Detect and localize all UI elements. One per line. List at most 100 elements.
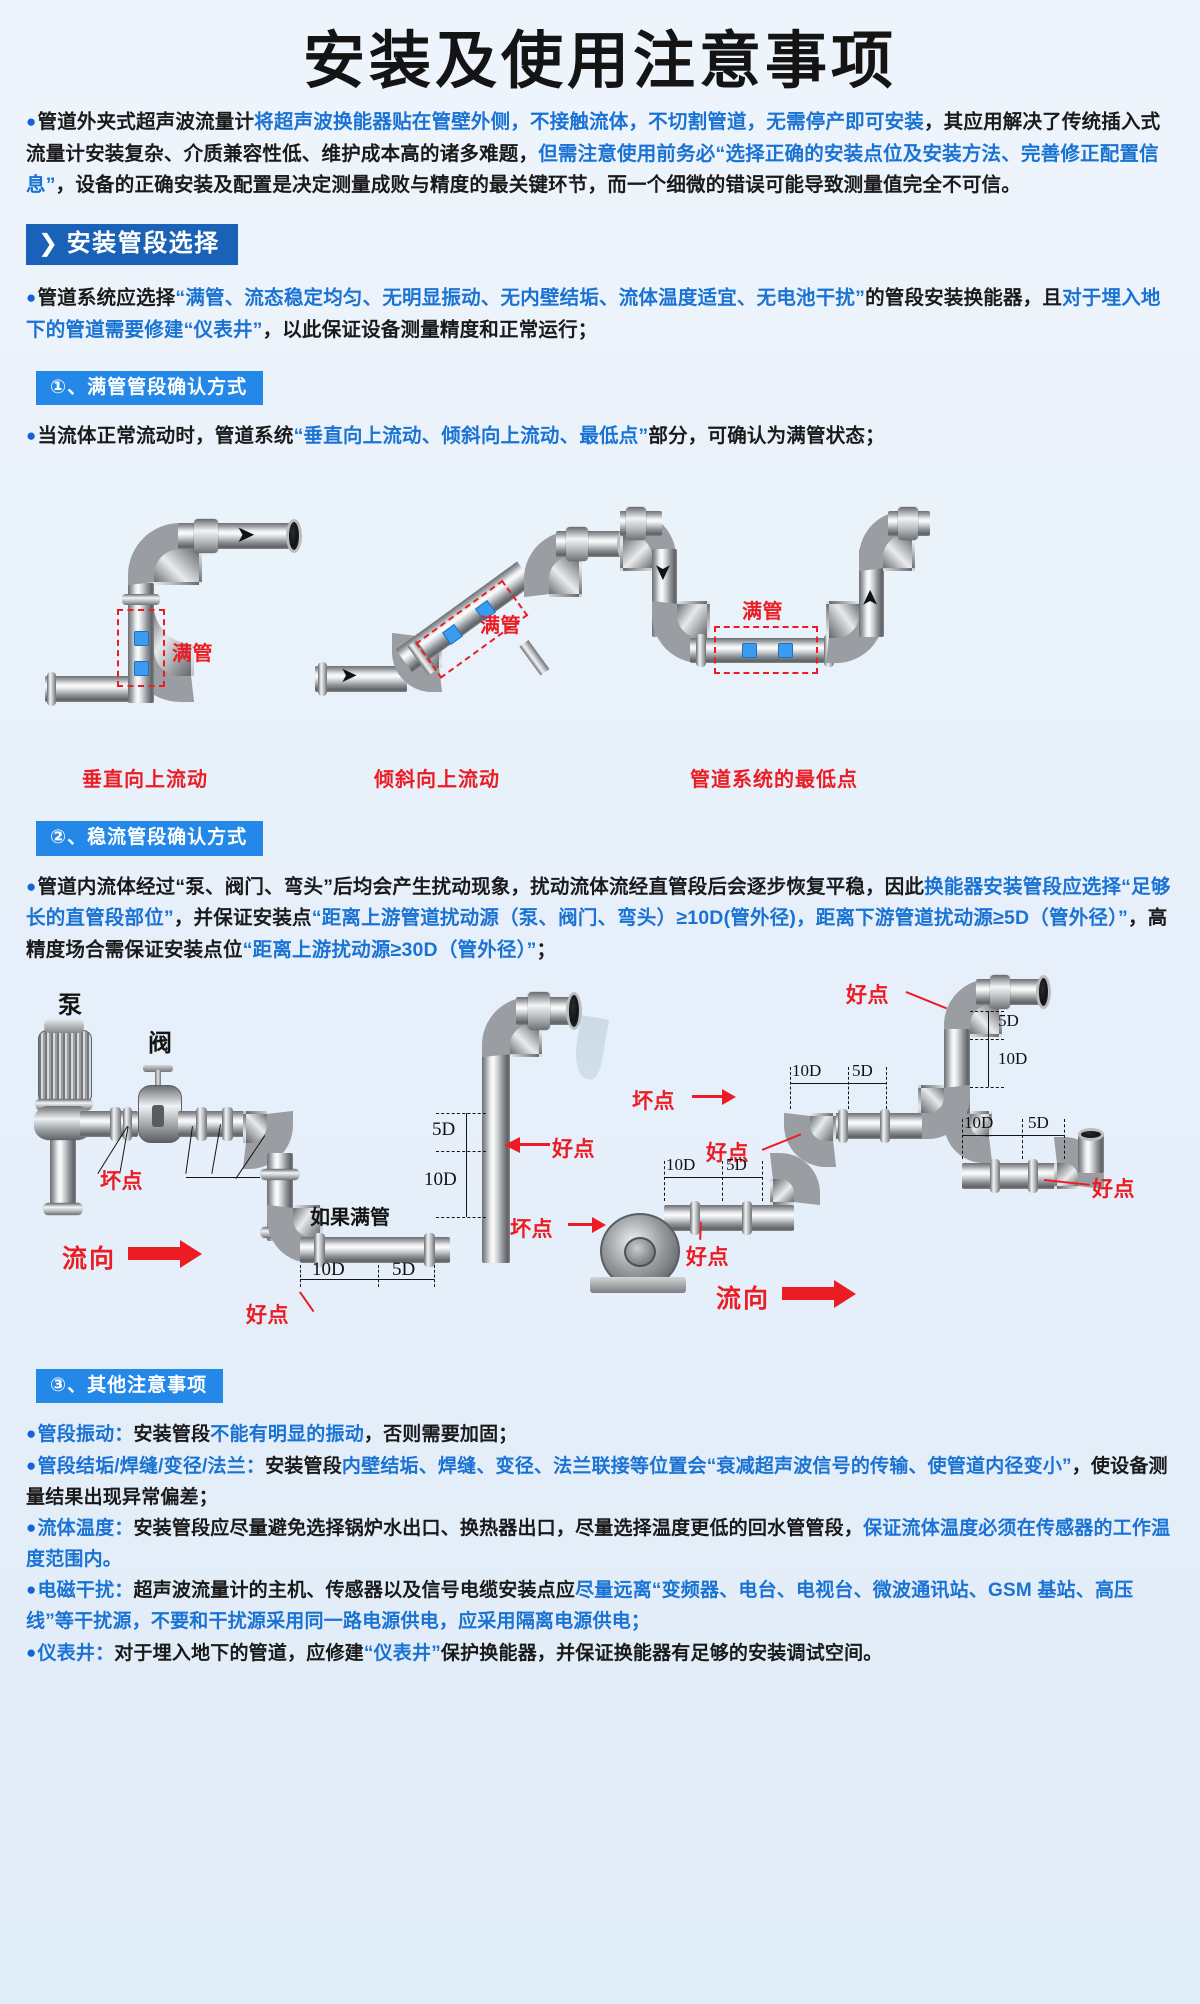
s3-run-6: “距离上游扰动源≥30D（管外径）” [242,939,537,961]
pipe-collar [318,662,327,696]
dim-line [790,1082,886,1084]
intro-run-4: 但需注意使用前务必“选择正确的安装点位及安装方法、完善修正配置信息” [26,142,1159,197]
dim-guide [378,1264,379,1287]
s1-run-4: 对于埋入地下的管道需要修建“仪表井” [26,287,1161,341]
dim-guide [436,1150,486,1152]
dim-guide [762,1160,763,1201]
dim-guide [664,1160,665,1201]
label-good-point-middle: 好点 [552,1137,595,1161]
pipe-collar [690,1200,700,1235]
pump-motor [38,1029,92,1104]
pipe-collar [990,1158,1000,1193]
subsection-header-steady-flow: ②、稳流管段确认方式 [36,821,264,856]
dim-line [466,1112,468,1151]
note-run-1: 安装管段应尽量避免选择锅炉水出口、换热器出口，尽量选择温度更低的回水管管段， [133,1517,864,1539]
valve-nameplate [152,1104,164,1127]
dim-line [466,1150,468,1217]
label-good-point-r2: 好点 [706,1141,749,1165]
pipe-horizontal-r-right [962,1162,1068,1189]
pipe-collar [838,1108,848,1143]
note-label: 电磁干扰： [37,1580,134,1602]
note-run-1: 对于埋入地下的管道，应修建 [114,1642,364,1664]
pipe-collar [626,507,646,540]
intro-run-3: ，其应用解决了传统插入式流量计安装复杂、介质兼容性低、维护成本高的诸多难题， [26,111,1161,165]
intro-run-2: 将超声波换能器贴在管壁外侧，不接触流体，不切割管道，无需停产即可安装 [254,111,924,134]
dim-line [664,1176,762,1178]
bullet-icon: ● [26,1424,37,1444]
bullet-icon: ● [26,876,37,896]
note-run-2: “仪表井” [363,1642,441,1664]
s2-run-2: “垂直向上流动、倾斜向上流动、最低点” [293,425,649,448]
s1-run-5: ，以此保证设备测量精度和正常运行； [262,319,598,341]
pipe-collar [110,1106,121,1141]
label-bad-point-r2: 坏点 [510,1217,553,1241]
label-good-point-r1: 好点 [846,983,889,1007]
intro-run-5: ，设备的正确安装及配置是决定测量成败与精度的最关键环节，而一个细微的错误可能导致… [55,174,1021,197]
dim-guide [790,1066,791,1109]
pump-cap [44,1018,84,1033]
note-run-3: ，使设备测量结果出现异常偏差； [26,1455,1168,1508]
transducer-sensor [778,643,793,658]
s1-run-2: “满管、流态稳定均匀、无明显振动、无内壁结垢、流体温度适宜、无电池干扰” [175,287,866,310]
intro-paragraph: ●管道外夹式超声波流量计将超声波换能器贴在管壁外侧，不接触流体，不切割管道，无需… [0,107,1200,202]
pipe-collar [196,1106,207,1141]
label-valve: 阀 [148,1029,172,1057]
flow-arrow-head-icon [180,1239,202,1268]
pipe-collar [519,639,550,676]
label-good-point-r4: 好点 [686,1245,729,1269]
pipe-riser-middle [482,1052,510,1263]
bullet-icon: ● [26,426,37,446]
s3-run-1: 管道内流体经过“泵、阀门、弯头”后均会产生扰动现象，扰动流体流经直管段后会逐步恢… [37,875,925,898]
dim-5d-r-c: 5D [1028,1112,1049,1132]
dim-guide [434,1264,435,1287]
flow-arrow-shaft [128,1246,180,1260]
diagram-full-pipe-conditions: ➤ 满管 ➤ 满管 ➤ ➤ 满管 [0,461,1200,761]
label-full-pipe-3: 满管 [742,601,783,623]
pipe-collar [194,519,218,553]
note-item: ●仪表井：对于埋入地下的管道，应修建“仪表井”保护换能器，并保证换能器有足够的安… [26,1638,1174,1669]
note-run-2: 尽量远离“变频器、电台、电视台、微波通讯站、GSM 基站、高压线”等干扰源，不要… [26,1580,1134,1633]
pipe-collar [261,1168,299,1180]
bad-point-leader [186,1176,260,1178]
label-good-point-r3: 好点 [1092,1177,1135,1201]
dim-5d-r-a: 5D [998,1010,1019,1030]
bad-point-arrow-head-icon [592,1216,606,1233]
bullet-icon: ● [26,288,37,308]
diagram1-captions: 垂直向上流动 倾斜向上流动 管道系统的最低点 [0,763,1200,797]
bullet-icon: ● [26,112,37,132]
dim-5d-left: 5D [392,1258,416,1280]
pipe-horizontal-r-lower-left [664,1204,794,1231]
bullet-icon: ● [26,1580,37,1600]
note-item: ●管段结垢/焊缝/变径/法兰：安装管段内壁结垢、焊缝、变径、法兰联接等位置会“衰… [26,1451,1174,1513]
pipe-collar [990,974,1010,1009]
good-point-arrow-head-icon [504,1136,520,1153]
section-header-label: 安装管段选择 [66,230,220,258]
dim-guide [962,1118,963,1159]
caption-lowest-point: 管道系统的最低点 [690,769,858,791]
label-bad-point-left: 坏点 [100,1169,143,1193]
dim-guide [970,1038,1004,1040]
section-header-install-pipe-selection: ❯安装管段选择 [26,224,238,266]
flow-arrow-icon: ➤ [236,521,256,547]
note-item: ●电磁干扰：超声波流量计的主机、传感器以及信号电缆安装点应尽量远离“变频器、电台… [26,1575,1174,1637]
note-run-3: 保护换能器，并保证换能器有足够的安装调试空间。 [440,1642,883,1664]
pump-flange [36,1098,92,1110]
note-run-3: ，否则需要加固； [363,1424,518,1446]
label-good-point-left: 好点 [246,1303,289,1327]
s3-run-2: 换能器安装管段应选择“足够长的直管段部位” [26,875,1171,930]
label-full-pipe-1: 满管 [172,643,213,665]
label-pump: 泵 [58,991,82,1019]
flow-arrow-up-icon: ➤ [857,588,883,608]
flow-arrow-down-icon: ➤ [651,562,677,582]
blower-base [590,1276,686,1293]
dim-5d-r-d: 5D [726,1154,747,1174]
pipe-collar [1028,1158,1038,1193]
valve-stem [155,1069,161,1086]
pipe-collar [566,527,588,561]
chevron-right-icon: ❯ [38,230,60,258]
good-point-leader [299,1290,315,1312]
dim-10d-r-a: 10D [998,1048,1028,1068]
pipe-collar [898,507,918,540]
dim-line [300,1278,434,1280]
dim-guide [1064,1118,1065,1159]
